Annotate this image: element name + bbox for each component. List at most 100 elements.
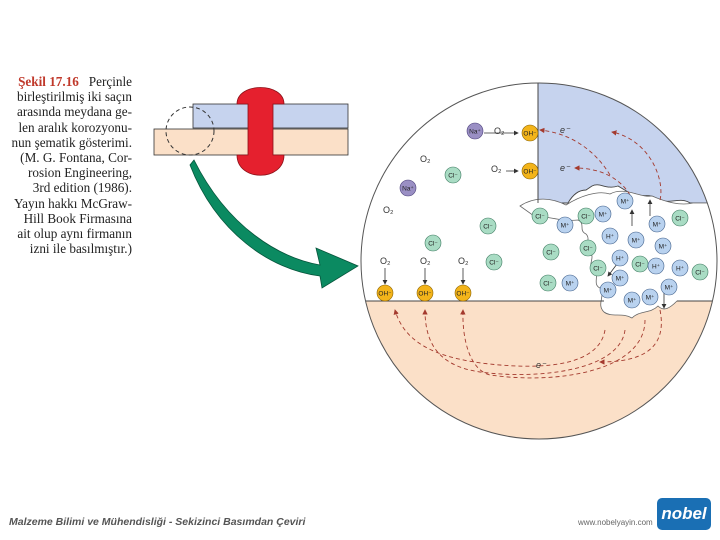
- svg-text:M⁺: M⁺: [621, 199, 630, 206]
- riveted-sheets-overview: [153, 87, 349, 176]
- m-ion: M⁺: [616, 192, 634, 210]
- h-ion: H⁺: [611, 249, 629, 267]
- caption-line: Perçinle: [88, 74, 132, 89]
- caption-line: izni ile basılmıştır.): [29, 241, 132, 257]
- caption-line: Yayın hakkı McGraw-: [13, 195, 132, 211]
- oh-ion: OH⁻: [416, 284, 434, 302]
- svg-text:OH⁻: OH⁻: [523, 169, 537, 176]
- cl-ion: Cl⁻: [444, 166, 462, 184]
- m-ion: M⁺: [648, 215, 666, 233]
- figure-caption: Şekil 17.16 Perçinle birleştirilmiş iki …: [6, 74, 132, 256]
- svg-text:M⁺: M⁺: [646, 295, 655, 302]
- oh-ion: OH⁻: [454, 284, 472, 302]
- svg-text:Na⁺: Na⁺: [469, 129, 481, 136]
- caption-line: ait olup aynı firmanın: [17, 226, 132, 242]
- cl-ion: Cl⁻: [479, 217, 497, 235]
- caption-line: len aralık korozyonu-: [18, 119, 132, 135]
- m-ion: M⁺: [561, 274, 579, 292]
- cl-ion: Cl⁻: [485, 253, 503, 271]
- h-ion: H⁺: [671, 259, 689, 277]
- oh-ion: OH⁻: [521, 124, 539, 142]
- cl-ion: Cl⁻: [631, 255, 649, 273]
- na-ion: Na⁺: [399, 179, 417, 197]
- hydroxide-ions: OH⁻ OH⁻ OH⁻ OH⁻ OH⁻: [376, 124, 539, 302]
- svg-text:H⁺: H⁺: [652, 264, 661, 271]
- caption-first-line: Şekil 17.16 Perçinle: [6, 74, 132, 89]
- o2-label: O₂: [380, 256, 391, 266]
- caption-line: (M. G. Fontana, Cor-: [20, 150, 132, 166]
- m-ion: M⁺: [660, 278, 678, 296]
- svg-text:Cl⁻: Cl⁻: [695, 270, 705, 277]
- cl-ion: Cl⁻: [579, 239, 597, 257]
- book-title-footer: Malzeme Bilimi ve Mühendisliği - Sekizin…: [9, 516, 306, 528]
- svg-text:Cl⁻: Cl⁻: [428, 241, 438, 248]
- magnified-region-marker: [165, 106, 215, 156]
- metal-and-hydrogen-ions: M⁺ M⁺ M⁺ M⁺ M⁺ M⁺ M⁺ M⁺ M⁺ M⁺ M⁺ M⁺ H⁺ H…: [556, 192, 689, 309]
- rivet: [236, 87, 285, 176]
- m-ion: M⁺: [654, 237, 672, 255]
- cl-ion: Cl⁻: [424, 234, 442, 252]
- publisher-url[interactable]: www.nobelyayin.com: [578, 518, 653, 527]
- o2-label: O₂: [458, 256, 469, 266]
- top-sheet-section: [537, 83, 717, 204]
- o2-label: O₂: [491, 164, 502, 174]
- caption-line: arasında meydana ge-: [17, 104, 132, 120]
- h-ion: H⁺: [647, 257, 665, 275]
- cl-ion: Cl⁻: [577, 207, 595, 225]
- svg-text:Cl⁻: Cl⁻: [543, 281, 553, 288]
- svg-text:M⁺: M⁺: [653, 222, 662, 229]
- svg-text:Cl⁻: Cl⁻: [581, 214, 591, 221]
- h-ion: H⁺: [601, 227, 619, 245]
- m-ion: M⁺: [611, 269, 629, 287]
- electron-label: e⁻: [560, 125, 571, 135]
- cl-ion: Cl⁻: [589, 259, 607, 277]
- svg-text:OH⁻: OH⁻: [378, 291, 392, 298]
- svg-text:Cl⁻: Cl⁻: [489, 260, 499, 267]
- svg-text:Cl⁻: Cl⁻: [593, 266, 603, 273]
- svg-text:Cl⁻: Cl⁻: [448, 173, 458, 180]
- caption-line: nun şematik gösterimi.: [11, 134, 132, 150]
- o2-label: O₂: [494, 126, 505, 136]
- svg-text:H⁺: H⁺: [616, 256, 625, 263]
- svg-text:M⁺: M⁺: [632, 238, 641, 245]
- svg-text:Cl⁻: Cl⁻: [546, 250, 556, 257]
- ion-flow-arrows: [382, 130, 667, 309]
- oh-ion: OH⁻: [376, 284, 394, 302]
- caption-line: birleştirilmiş iki saçın: [16, 89, 132, 105]
- svg-text:Cl⁻: Cl⁻: [583, 246, 593, 253]
- sodium-ions: Na⁺ Na⁺: [399, 122, 484, 197]
- m-ion: M⁺: [627, 231, 645, 249]
- svg-text:Na⁺: Na⁺: [402, 186, 414, 193]
- svg-text:H⁺: H⁺: [606, 234, 615, 241]
- oh-ion: OH⁻: [521, 162, 539, 180]
- cl-ion: Cl⁻: [539, 274, 557, 292]
- electron-label: e⁻: [536, 360, 547, 370]
- svg-text:M⁺: M⁺: [566, 281, 575, 288]
- svg-text:M⁺: M⁺: [628, 298, 637, 305]
- cl-ion: Cl⁻: [671, 209, 689, 227]
- m-ion: M⁺: [623, 291, 641, 309]
- svg-text:M⁺: M⁺: [604, 288, 613, 295]
- svg-text:M⁺: M⁺: [599, 212, 608, 219]
- electron-label: e⁻: [560, 163, 571, 173]
- m-ion: M⁺: [641, 288, 659, 306]
- chloride-ions: Cl⁻ Cl⁻ Cl⁻ Cl⁻ Cl⁻ Cl⁻ Cl⁻ Cl⁻ Cl⁻ Cl⁻ …: [424, 166, 709, 292]
- caption-line: Hill Book Firmasına: [23, 210, 132, 226]
- svg-text:M⁺: M⁺: [616, 276, 625, 283]
- bottom-sheet-section: [361, 301, 717, 439]
- svg-text:M⁺: M⁺: [665, 285, 674, 292]
- m-ion: M⁺: [556, 216, 574, 234]
- svg-text:M⁺: M⁺: [659, 244, 668, 251]
- svg-text:OH⁻: OH⁻: [456, 291, 470, 298]
- svg-text:Cl⁻: Cl⁻: [535, 214, 545, 221]
- o2-label: O₂: [420, 256, 431, 266]
- m-ion: M⁺: [599, 281, 617, 299]
- svg-text:Cl⁻: Cl⁻: [483, 224, 493, 231]
- svg-text:OH⁻: OH⁻: [523, 131, 537, 138]
- caption-line: rosion Engineering,: [27, 165, 132, 181]
- svg-text:M⁺: M⁺: [561, 223, 570, 230]
- m-ion: M⁺: [594, 205, 612, 223]
- magnification-arrow: [189, 159, 359, 289]
- figure-number: Şekil 17.16: [18, 74, 79, 89]
